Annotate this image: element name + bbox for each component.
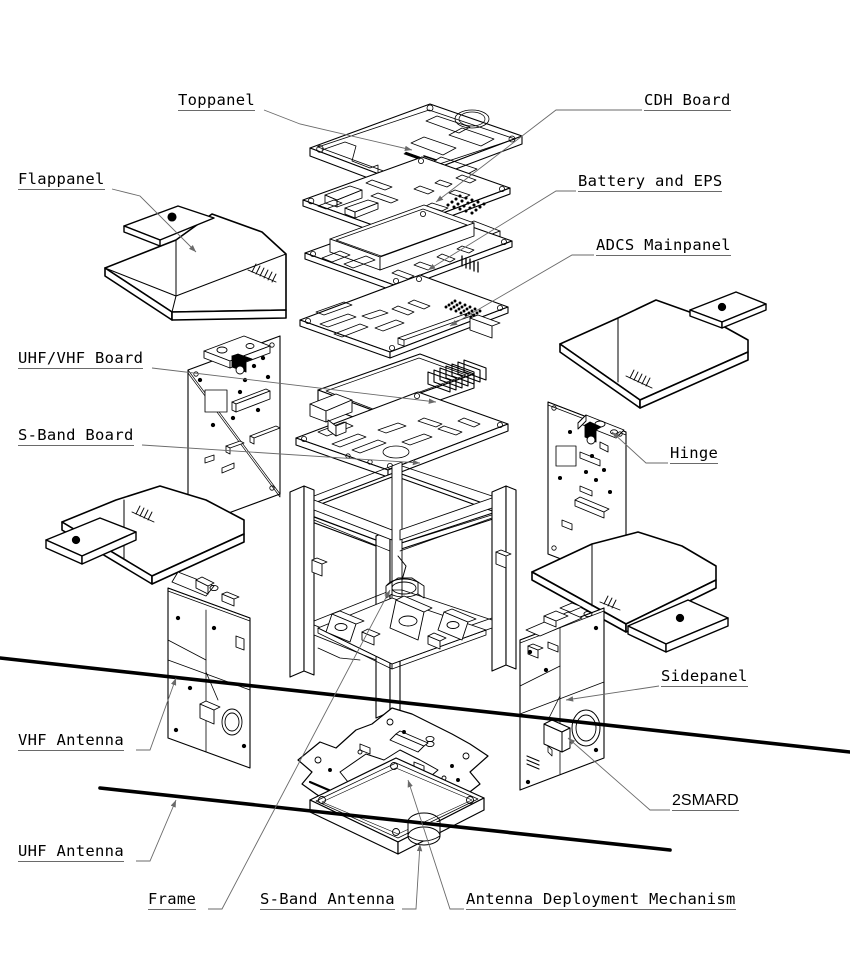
leader-frame (208, 589, 391, 910)
component-frame (289, 461, 517, 719)
label-adcs-mainpanel: ADCS Mainpanel (596, 236, 731, 256)
component-uhf-vhf-board (187, 335, 281, 529)
component-uhf-antenna (98, 786, 672, 852)
label-hinge: Hinge (670, 444, 719, 464)
leader-toppanel (263, 109, 413, 152)
label-frame: Frame (148, 890, 197, 910)
label-flappanel: Flappanel (18, 170, 105, 190)
leader-adcs (449, 254, 594, 327)
component-flappanel-lowleft (45, 485, 245, 585)
component-flappanel-right (559, 291, 767, 409)
label-2smard: 2SMARD (672, 792, 739, 811)
label-antenna-deployment-mechanism: Antenna Deployment Mechanism (466, 890, 736, 910)
component-flappanel-left (104, 205, 287, 321)
component-2smard (543, 719, 571, 757)
leader-battery (427, 190, 576, 271)
component-sidepanel-left (167, 571, 251, 769)
component-vhf-antenna (0, 656, 850, 754)
leader-sband-brd (141, 444, 421, 466)
label-uhf-vhf-board: UHF/VHF Board (18, 349, 144, 369)
leader-vhf-ant (136, 677, 177, 751)
leader-hinge (611, 431, 668, 464)
component-flappanel-lowright (531, 531, 729, 653)
leader-cdh (435, 109, 642, 203)
label-s-band-board: S-Band Board (18, 426, 134, 446)
leader-sband-ant (402, 843, 423, 910)
leader-uhf-ant (136, 799, 177, 862)
component-s-band-stack (295, 353, 509, 478)
label-vhf-antenna: VHF Antenna (18, 731, 124, 751)
component-adcs-mainpanel (299, 274, 509, 359)
label-battery-and-eps: Battery and EPS (578, 172, 723, 192)
label-s-band-antenna: S-Band Antenna (260, 890, 395, 910)
leader-2smard (567, 737, 670, 811)
leader-uhfvhf (151, 367, 437, 404)
label-cdh-board: CDH Board (644, 91, 731, 111)
label-sidepanel: Sidepanel (661, 667, 748, 687)
leader-sidepanel (565, 685, 660, 702)
leader-adm (407, 779, 464, 910)
leader-flappanel (111, 188, 197, 253)
component-sidepanel-right (519, 602, 605, 791)
label-uhf-antenna: UHF Antenna (18, 842, 124, 862)
label-toppanel: Toppanel (178, 91, 256, 111)
